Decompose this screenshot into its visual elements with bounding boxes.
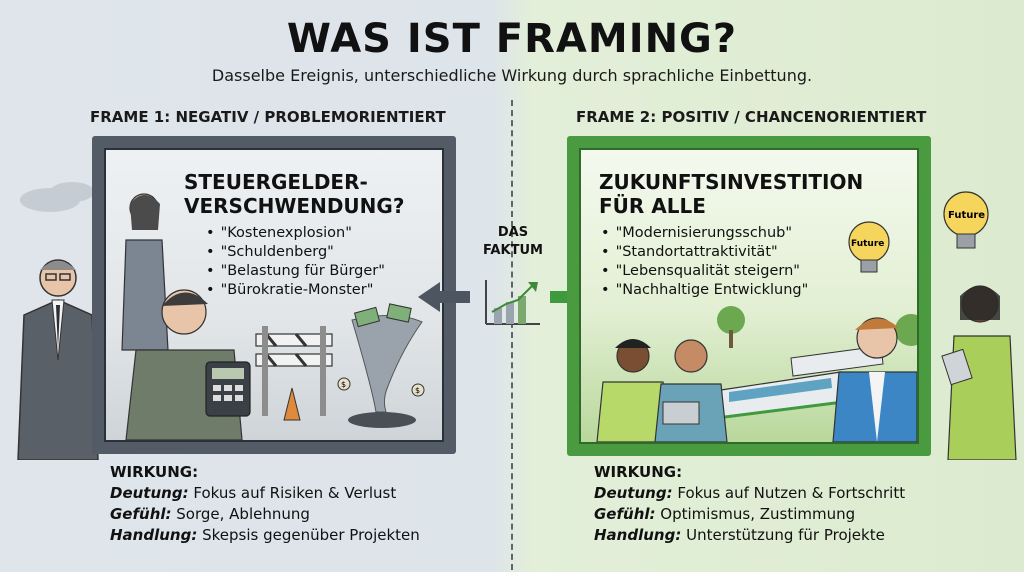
frame1-title-line1: STEUERGELDER- (184, 170, 368, 194)
frame2-handlung-value: Unterstützung für Projekte (681, 526, 885, 544)
worried-official-illustration (17, 182, 99, 460)
center-label-line1: DAS (497, 225, 529, 240)
center-divider (511, 100, 513, 570)
frame2-handlung-label: Handlung: (594, 526, 682, 544)
lightbulb-icon: Future (943, 191, 989, 249)
arrow-left-icon (418, 282, 470, 312)
frame2-bullet: "Standortattraktivität" (601, 243, 808, 262)
center-label: DAS FAKTUM (478, 224, 548, 260)
frame1-bullet: "Bürokratie-Monster" (206, 281, 385, 300)
frame1-wirkung-label: WIRKUNG: (110, 463, 199, 481)
frame2-bullets: "Modernisierungsschub" "Standortattrakti… (601, 224, 809, 300)
frame2-gefuehl-value: Optimismus, Zustimmung (655, 505, 856, 523)
frame2-title-line1: ZUKUNFTSINVESTITION (599, 170, 864, 194)
bar-chart-icon (485, 280, 540, 325)
woman-with-tablet-illustration: Future (941, 191, 1017, 460)
frame2-bullet: "Nachhaltige Entwicklung" (601, 281, 809, 300)
positive-scene-illustration: Future (596, 221, 917, 442)
frame1-gefuehl-value: Sorge, Ablehnung (171, 505, 310, 523)
negative-scene-illustration: $ $ (121, 193, 425, 440)
frame2-deutung-row: Deutung: Fokus auf Nutzen & Fortschritt (594, 483, 905, 504)
money-tornado-icon: $ $ (337, 303, 425, 428)
frame1-bullets: "Kostenexplosion" "Schuldenberg" "Belast… (206, 224, 385, 300)
frame2-gefuehl-row: Gefühl: Optimismus, Zustimmung (594, 504, 905, 525)
frame2-heading: FRAME 2: POSITIV / CHANCENORIENTIERT (576, 108, 927, 126)
frame1-deutung-value: Fokus auf Risiken & Verlust (188, 484, 397, 502)
frame2-deutung-value: Fokus auf Nutzen & Fortschritt (672, 484, 906, 502)
frame1-bullet: "Schuldenberg" (206, 243, 385, 262)
frame1-canvas: STEUERGELDER- VERSCHWENDUNG? "Kostenexpl… (104, 148, 444, 442)
frame2-bullet: "Lebensqualität steigern" (601, 262, 808, 281)
frame1-gefuehl-row: Gefühl: Sorge, Ablehnung (110, 504, 420, 525)
frame1-bullet: "Kostenexplosion" (206, 224, 385, 243)
frame1-deutung-row: Deutung: Fokus auf Risiken & Verlust (110, 483, 420, 504)
frame1-handlung-row: Handlung: Skepsis gegenüber Projekten (110, 525, 420, 546)
frame1-panel: STEUERGELDER- VERSCHWENDUNG? "Kostenexpl… (92, 136, 456, 454)
page-title: WAS IST FRAMING? (286, 16, 738, 62)
coin-symbol: $ (341, 380, 346, 389)
frame1-gefuehl-label: Gefühl: (110, 505, 172, 523)
frame2-deutung-label: Deutung: (594, 484, 673, 502)
frame1-handlung-value: Skepsis gegenüber Projekten (197, 526, 420, 544)
lightbulb-icon: Future (848, 221, 890, 273)
frame1-wirkung: WIRKUNG: Deutung: Fokus auf Risiken & Ve… (110, 462, 420, 546)
frame2-handlung-row: Handlung: Unterstützung für Projekte (594, 525, 905, 546)
frame2-wirkung: WIRKUNG: Deutung: Fokus auf Nutzen & For… (594, 462, 905, 546)
center-label-line2: FAKTUM (483, 243, 543, 258)
frame2-title: ZUKUNFTSINVESTITION FÜR ALLE (599, 170, 863, 218)
frame1-title: STEUERGELDER- VERSCHWENDUNG? (184, 170, 404, 218)
coin-symbol: $ (415, 386, 420, 395)
frame1-handlung-label: Handlung: (110, 526, 198, 544)
frame2-bullet: "Modernisierungsschub" (601, 224, 808, 243)
frame1-heading: FRAME 1: NEGATIV / PROBLEMORIENTIERT (90, 108, 446, 126)
frame1-bullet: "Belastung für Bürger" (206, 262, 385, 281)
page-subtitle: Dasselbe Ereignis, unterschiedliche Wirk… (211, 66, 813, 85)
bulb-label: Future (851, 239, 884, 249)
frame2-panel: ZUKUNFTSINVESTITION FÜR ALLE "Modernisie… (567, 136, 931, 456)
frame2-wirkung-label: WIRKUNG: (594, 463, 683, 481)
frame1-deutung-label: Deutung: (110, 484, 189, 502)
frame2-gefuehl-label: Gefühl: (594, 505, 656, 523)
train-icon (716, 345, 884, 420)
frame1-title-line2: VERSCHWENDUNG? (184, 194, 405, 218)
calculator-icon (205, 361, 251, 417)
frame2-title-line2: FÜR ALLE (599, 194, 706, 218)
frame2-canvas: ZUKUNFTSINVESTITION FÜR ALLE "Modernisie… (579, 148, 919, 444)
bulb-label: Future (948, 210, 985, 221)
